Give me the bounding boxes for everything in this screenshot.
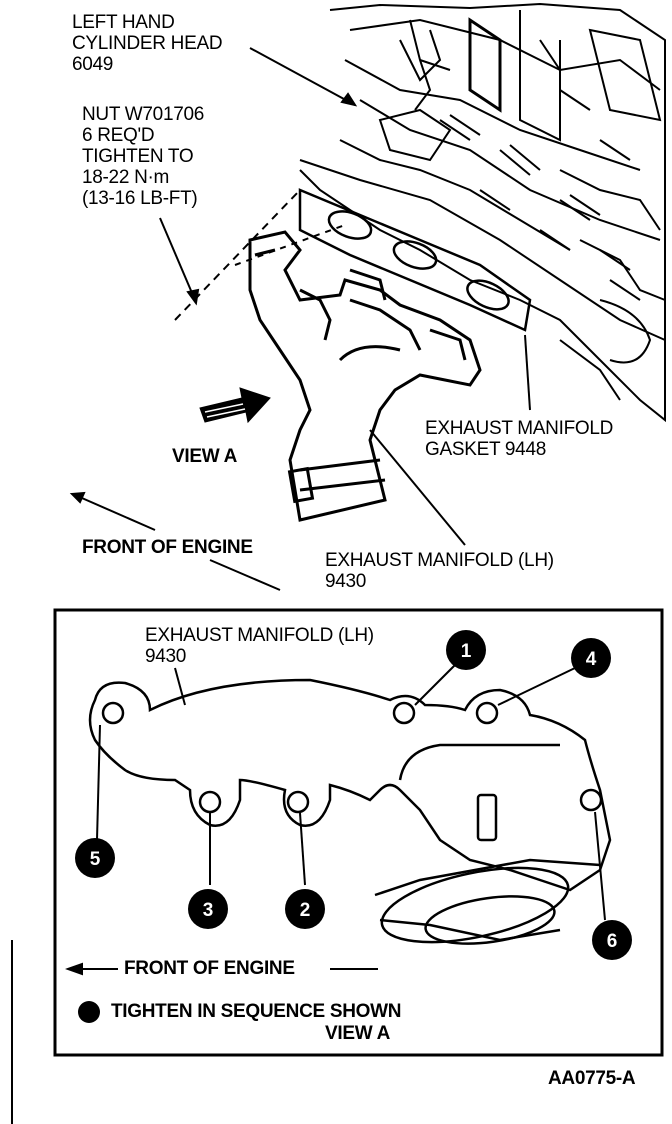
legend-dot	[78, 1001, 100, 1023]
gasket-sketch	[298, 188, 532, 332]
view-a-label: VIEW A	[172, 446, 238, 467]
view-a-arrow	[199, 387, 271, 424]
sequence-marker-3	[188, 889, 228, 929]
figure-id: AA0775-A	[548, 1068, 636, 1089]
manifold-sketch	[248, 230, 482, 522]
front-arrow-view-a	[65, 962, 378, 976]
sequence-number: 1	[461, 641, 472, 662]
front-of-engine-label-view-a: FRONT OF ENGINE	[124, 958, 295, 979]
view-a-frame	[53, 608, 664, 1057]
view-a-caption: VIEW A	[325, 1023, 391, 1044]
sequence-number: 5	[90, 849, 101, 870]
gasket-label: EXHAUST MANIFOLD GASKET 9448	[425, 418, 614, 460]
sequence-number: 6	[607, 931, 618, 952]
sequence-marker-2	[285, 889, 325, 929]
sequence-number: 3	[203, 900, 214, 921]
sequence-number: 4	[586, 649, 597, 670]
nut-label: NUT W701706 6 REQ'D TIGHTEN TO 18-22 N·m…	[82, 104, 205, 209]
sequence-note: TIGHTEN IN SEQUENCE SHOWN	[111, 1001, 402, 1022]
sequence-number: 2	[300, 900, 311, 921]
sequence-marker-6	[592, 920, 632, 960]
manifold-label-view-a: EXHAUST MANIFOLD (LH) 9430	[145, 625, 374, 667]
sequence-marker-1	[446, 630, 486, 670]
sequence-marker-4	[571, 638, 611, 678]
leader-lines	[69, 47, 531, 591]
manifold-label-top: EXHAUST MANIFOLD (LH) 9430	[325, 550, 554, 592]
front-of-engine-label: FRONT OF ENGINE	[82, 537, 253, 558]
sequence-markers: 1 2 3 4 5 6	[75, 630, 632, 960]
cylinder-head-label: LEFT HAND CYLINDER HEAD 6049	[72, 12, 223, 75]
sequence-marker-5	[75, 838, 115, 878]
manifold-flange-view	[88, 678, 612, 945]
